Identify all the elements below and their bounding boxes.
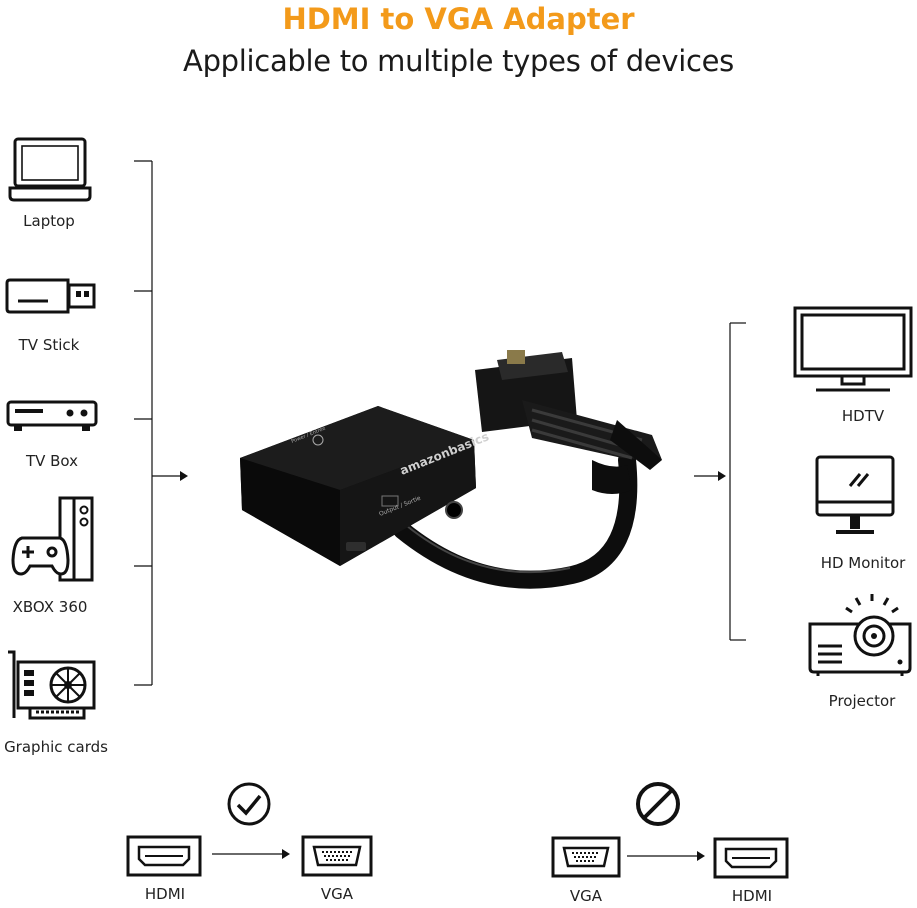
vga-port-icon	[301, 835, 373, 877]
prohibited-icon	[636, 782, 680, 826]
page-subtitle: Applicable to multiple types of devices	[183, 44, 734, 78]
projector-icon	[808, 594, 912, 676]
laptop-icon	[8, 137, 92, 202]
compat-to-label-1: VGA	[320, 885, 354, 903]
hdmi-port-icon	[713, 837, 789, 879]
output-label-hd-monitor: HD Monitor	[820, 554, 906, 572]
hdtv-icon	[793, 306, 913, 392]
graphic-card-icon	[8, 650, 96, 720]
xbox-icon	[11, 496, 94, 582]
compat-arrow-1	[212, 849, 290, 859]
tv-stick-icon	[5, 278, 96, 314]
checkmark-icon	[227, 782, 271, 826]
tv-box-icon	[6, 400, 98, 431]
vga-port-icon	[551, 836, 621, 878]
left-bracket	[134, 160, 188, 686]
compat-from-label-2: VGA	[569, 887, 603, 905]
hdmi-port-icon	[126, 835, 202, 877]
source-label-xbox: XBOX 360	[12, 598, 88, 616]
source-label-laptop: Laptop	[23, 212, 75, 230]
output-label-hdtv: HDTV	[841, 407, 885, 425]
compat-from-label-1: HDMI	[144, 885, 186, 903]
right-bracket	[694, 322, 746, 641]
adapter-image: amazonbasics Output / Sortie Power / Ent…	[240, 350, 662, 589]
compat-to-label-2: HDMI	[731, 887, 773, 905]
compat-arrow-2	[627, 851, 705, 861]
source-label-tv-stick: TV Stick	[18, 336, 80, 354]
monitor-icon	[815, 455, 895, 534]
output-label-projector: Projector	[828, 692, 896, 710]
page-title: HDMI to VGA Adapter	[282, 2, 635, 36]
source-label-tv-box: TV Box	[25, 452, 79, 470]
source-label-graphic-cards: Graphic cards	[4, 738, 108, 756]
